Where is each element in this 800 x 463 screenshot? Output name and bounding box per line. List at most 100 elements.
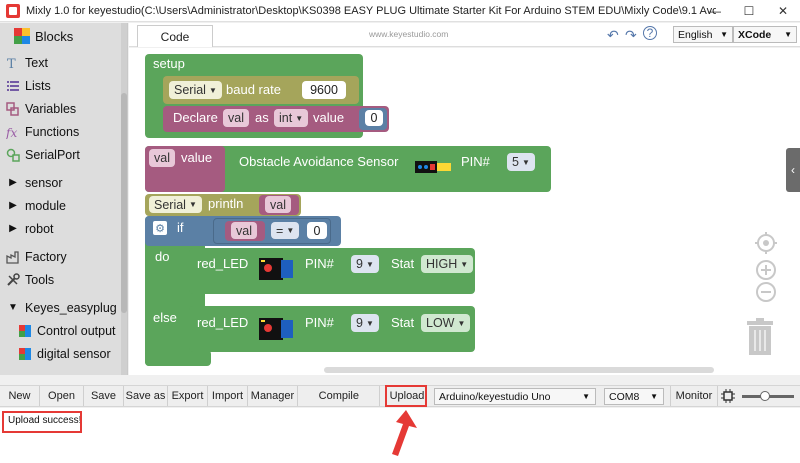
maximize-button[interactable]: ☐ [743, 4, 755, 18]
editor-tabbar: Code www.keyestudio.com ↶ ↷ ? English▼ X… [129, 23, 800, 47]
println-var-name[interactable]: val [265, 196, 291, 213]
led2-pin-value: 9 [356, 316, 363, 330]
svg-text:T: T [7, 57, 16, 70]
window-controls: — ☐ ✕ [698, 0, 800, 22]
declare-value-input[interactable]: 0 [365, 110, 383, 126]
type-select-value: int [279, 111, 293, 125]
language-value: English [678, 28, 713, 41]
undo-icon[interactable]: ↶ [607, 27, 619, 43]
text-icon: T [7, 57, 16, 70]
code-panel-toggle[interactable]: ‹ [786, 148, 800, 192]
export-button[interactable]: Export [168, 386, 208, 406]
save-button[interactable]: Save [84, 386, 124, 406]
toolbox-blocks[interactable]: Blocks [0, 25, 122, 47]
else-label: else [153, 310, 177, 325]
window-title: Mixly 1.0 for keyestudio(C:\Users\Admini… [26, 4, 716, 17]
workspace-horizontal-scrollbar[interactable] [324, 367, 714, 373]
gear-icon[interactable]: ⚙ [153, 221, 167, 235]
compare-value-input[interactable]: 0 [307, 222, 327, 239]
led1-pin-select[interactable]: 9▼ [351, 255, 379, 273]
theme-select[interactable]: XCode▼ [733, 26, 797, 43]
baud-rate-input[interactable]: 9600 [302, 81, 346, 99]
led-module-icon [259, 258, 293, 280]
toolbox-text[interactable]: T Text [0, 52, 122, 74]
declare-label: Declare [173, 110, 218, 125]
recenter-icon[interactable] [755, 232, 777, 254]
led1-stat-select[interactable]: HIGH▼ [421, 255, 474, 273]
toolbox-functions[interactable]: fx Functions [0, 121, 122, 143]
toolbox-digital-sensor[interactable]: digital sensor [0, 343, 122, 365]
upload-button[interactable]: Upload [389, 390, 425, 402]
dropdown-arrow-icon: ▼ [521, 157, 530, 167]
setup-label: setup [153, 56, 185, 71]
list-icon [7, 81, 19, 91]
zoom-slider-handle[interactable] [760, 391, 770, 401]
serial-select[interactable]: Serial▼ [169, 81, 222, 99]
toolbox-variables[interactable]: Variables [0, 98, 122, 120]
led2-stat-select[interactable]: LOW▼ [421, 314, 471, 332]
manager-button[interactable]: Manager [248, 386, 298, 406]
dropdown-arrow-icon: ▼ [188, 200, 197, 209]
port-select[interactable]: COM8 ▼ [604, 388, 664, 405]
sensor-pin-select[interactable]: 5▼ [507, 153, 535, 171]
toolbox-serialport[interactable]: SerialPort [0, 144, 122, 166]
chip-icon[interactable] [721, 389, 735, 403]
serial-select-2-value: Serial [154, 197, 186, 212]
import-button[interactable]: Import [208, 386, 248, 406]
declare-var-name[interactable]: val [223, 109, 249, 127]
language-select[interactable]: English▼ [673, 26, 733, 43]
site-url: www.keyestudio.com [369, 29, 449, 39]
upload-highlight [385, 385, 427, 407]
help-icon[interactable]: ? [643, 26, 657, 40]
block-workspace[interactable]: setup Serial▼ baud rate 9600 Declare val… [129, 48, 800, 375]
caret-right-icon: ▶ [9, 177, 17, 188]
redo-icon[interactable]: ↷ [625, 27, 637, 43]
open-button[interactable]: Open [40, 386, 84, 406]
close-button[interactable]: ✕ [777, 4, 789, 18]
toolbox-module[interactable]: ▶ module [0, 195, 122, 217]
tab-code[interactable]: Code [137, 25, 213, 47]
assign-value-label: value [181, 150, 213, 165]
toolbox-lists[interactable]: Lists [0, 75, 122, 97]
toolbox-keyes-label: Keyes_easyplug [25, 301, 117, 315]
dropdown-arrow-icon: ▼ [365, 318, 374, 328]
board-select[interactable]: Arduino/keyestudio Uno▼ [434, 388, 596, 405]
minimize-button[interactable]: — [709, 4, 721, 18]
toolbox-robot[interactable]: ▶ robot [0, 218, 122, 240]
monitor-button[interactable]: Monitor [670, 386, 718, 406]
as-label: as [255, 110, 269, 125]
toolbox-serialport-label: SerialPort [25, 148, 80, 162]
dropdown-arrow-icon: ▼ [460, 259, 469, 269]
type-select[interactable]: int▼ [274, 109, 309, 127]
port-value: COM8 [609, 390, 640, 403]
led1-stat-value: HIGH [426, 257, 458, 271]
baud-rate-label: baud rate [226, 82, 281, 97]
value-label: value [313, 110, 345, 125]
dropdown-arrow-icon: ▼ [457, 318, 466, 328]
toolbox-factory-label: Factory [25, 250, 67, 264]
sensor-label: Obstacle Avoidance Sensor [239, 154, 399, 169]
zoom-in-icon[interactable] [755, 259, 777, 281]
status-highlight [2, 411, 82, 433]
dropdown-arrow-icon: ▼ [650, 392, 658, 401]
toolbox-sensor[interactable]: ▶ sensor [0, 172, 122, 194]
toolbox-factory[interactable]: Factory [0, 246, 122, 268]
toolbox-sensor-label: sensor [25, 176, 63, 190]
trash-icon[interactable] [746, 318, 774, 356]
assign-var-name[interactable]: val [149, 149, 175, 167]
toolbox-scrollbar[interactable] [121, 23, 127, 375]
compare-op-select[interactable]: =▼ [271, 222, 300, 239]
toolbox-tools[interactable]: Tools [0, 269, 122, 291]
new-button[interactable]: New [0, 386, 40, 406]
toolbox-digital-sensor-label: digital sensor [37, 347, 111, 361]
led2-pin-select[interactable]: 9▼ [351, 314, 379, 332]
compare-var-name[interactable]: val [231, 222, 257, 239]
serial-select-2[interactable]: Serial▼ [149, 196, 202, 213]
toolbox-control-output[interactable]: Control output [0, 320, 122, 342]
toolbox-keyes-easyplug[interactable]: ▼ Keyes_easyplug [0, 297, 122, 319]
zoom-out-icon[interactable] [755, 281, 777, 303]
compile-button[interactable]: Compile [298, 386, 380, 406]
save-as-button[interactable]: Save as [124, 386, 168, 406]
toolbox-variables-label: Variables [25, 102, 77, 116]
caret-down-icon: ▼ [8, 302, 18, 313]
